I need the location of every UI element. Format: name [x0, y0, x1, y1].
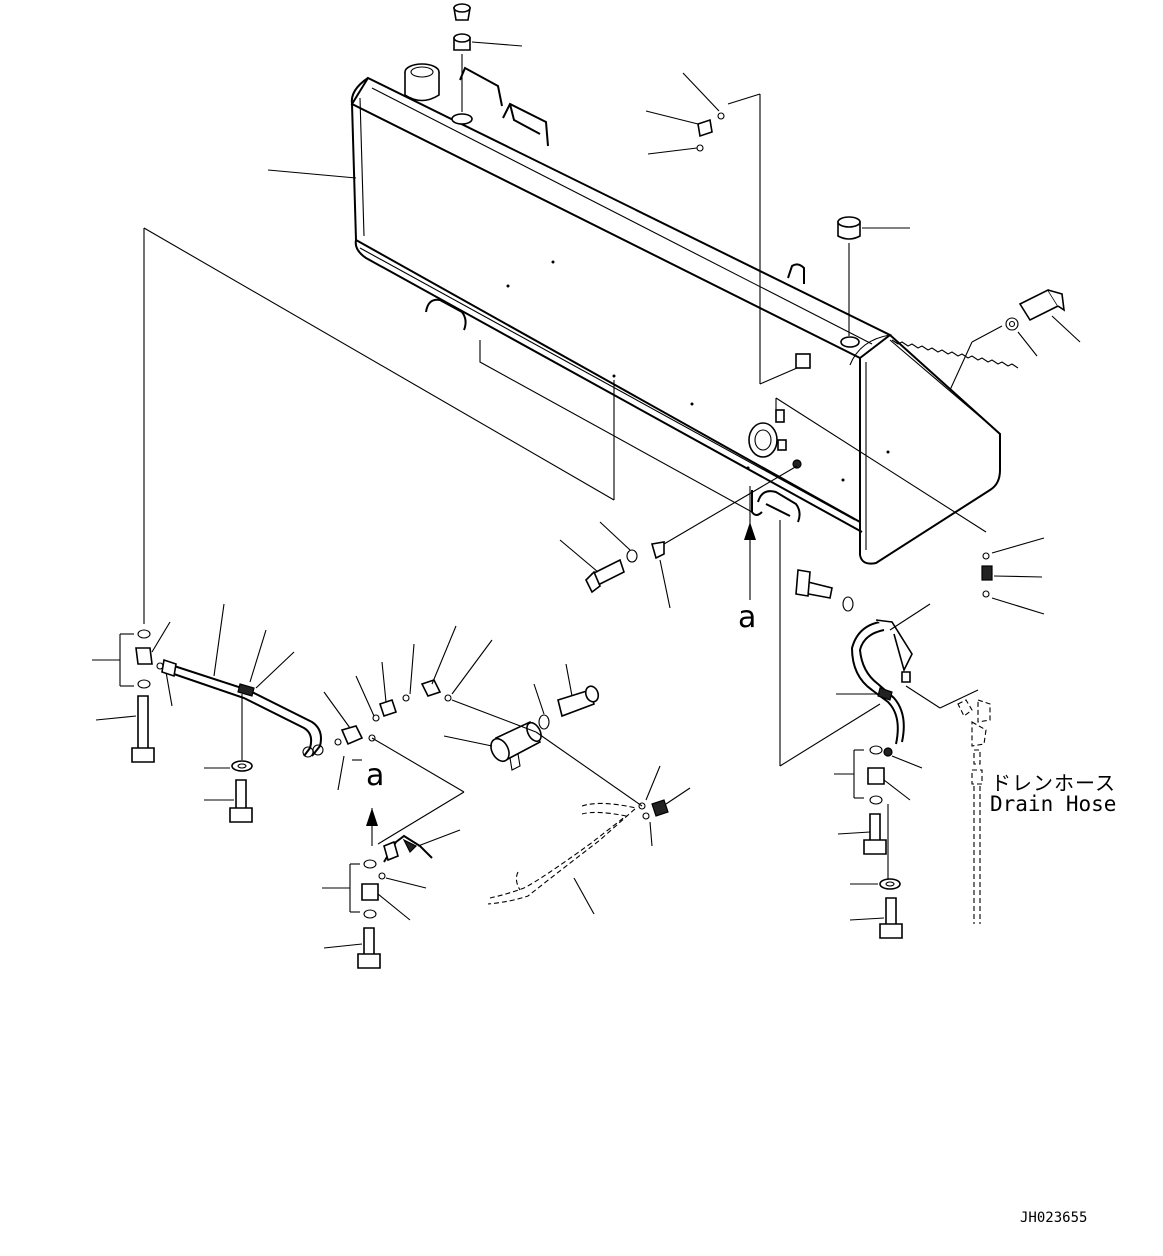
tee-fitting: [334, 725, 376, 746]
side-handle: [502, 102, 549, 147]
hose-right: [850, 619, 913, 745]
drain-hose-label-en: Drain Hose: [990, 792, 1117, 816]
adapter-right: [981, 565, 993, 581]
gauge-port: [840, 336, 860, 348]
bolt-left-1: [131, 695, 155, 763]
bolt-lower: [357, 927, 381, 969]
bolt-right-2: [879, 897, 903, 939]
o-ring-right-2: [982, 590, 990, 598]
filler-neck: [404, 63, 440, 102]
drain-outlet: [751, 490, 763, 516]
side-bracket-right: [757, 490, 801, 523]
hose-clamp-bolt: [651, 799, 669, 817]
lifting-eye: [787, 263, 805, 284]
bolt-right-1: [863, 813, 887, 855]
return-hose-dashed: [487, 802, 638, 905]
adapter-center: [557, 685, 600, 718]
top-handle: [459, 66, 503, 107]
o-ring-right-1: [982, 552, 990, 560]
hose-left: [156, 658, 324, 758]
elbow-fitting-top: [696, 112, 725, 152]
mount-bolt: [1005, 288, 1066, 331]
drain-hose-label-jp: ドレンホース: [991, 771, 1116, 795]
lower-hose-fitting: [383, 834, 433, 863]
tank: [350, 76, 1019, 565]
cap-top: [453, 3, 471, 21]
drawing-code: JH023655: [1020, 1210, 1088, 1226]
bolt-left-2: [229, 779, 253, 823]
level-gauge: [837, 216, 861, 240]
bolt-center: [585, 541, 665, 594]
top-port: [451, 113, 473, 125]
connector-block: [372, 694, 410, 722]
drain-hose: [957, 699, 991, 924]
strainer: [490, 720, 542, 771]
elbow-center: [420, 679, 452, 702]
drain-flange: [748, 409, 787, 458]
sensor-block: [795, 353, 811, 369]
view-a-label-tank: a: [738, 600, 757, 635]
o-ring-center: [538, 714, 550, 730]
bolt-right-top: [795, 569, 854, 612]
washer-left: [231, 760, 253, 772]
view-a-label-lower: a: [366, 758, 385, 793]
tank-plug: [792, 459, 802, 469]
left-bracket-group: [92, 629, 153, 689]
breather: [453, 33, 471, 51]
right-bracket-group: [834, 745, 893, 805]
washer-right: [879, 878, 901, 890]
lower-bracket-group: [322, 859, 386, 919]
side-bracket-left: [425, 298, 467, 331]
